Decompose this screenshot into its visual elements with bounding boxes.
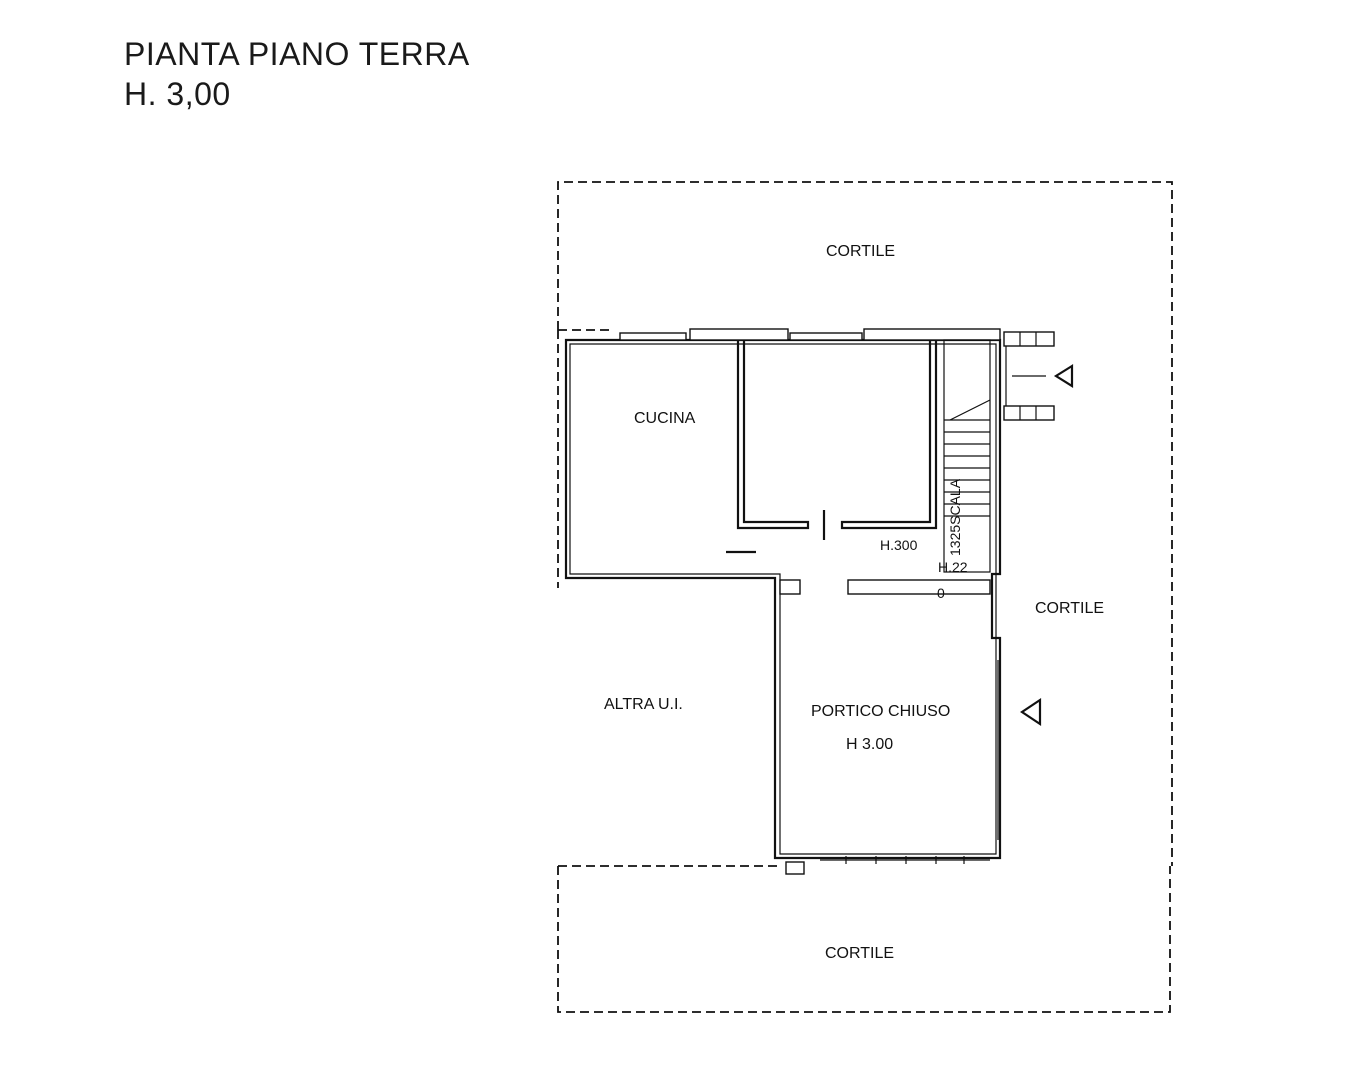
label-altra-ui: ALTRA U.I. <box>604 696 683 713</box>
label-corridor-height: H.300 <box>880 537 918 553</box>
property-boundary-top <box>557 181 1173 866</box>
outer-wall <box>564 338 1002 860</box>
label-cucina: CUCINA <box>634 410 696 427</box>
label-cortile-right: CORTILE <box>1035 600 1104 617</box>
plan-title: PIANTA PIANO TERRA H. 3,00 <box>124 34 470 114</box>
entry-arrow-portico <box>1020 697 1042 727</box>
label-stair: 1325SCALA <box>947 478 963 556</box>
external-steps <box>1003 331 1055 421</box>
column-base <box>785 861 805 875</box>
outer-wall-inner <box>569 343 997 855</box>
interior-wall-b <box>840 340 938 530</box>
partition-left <box>779 579 801 595</box>
window-1 <box>619 332 687 341</box>
entry-arrow-top <box>1053 364 1074 388</box>
wall-top-seg-1 <box>689 328 789 341</box>
label-portico-height: H 3.00 <box>846 736 893 753</box>
plan-title-line2: H. 3,00 <box>124 76 231 112</box>
wall-top-seg-2 <box>863 328 1001 341</box>
stair-treads <box>944 399 991 517</box>
label-stair-mark: 0 <box>937 585 945 601</box>
plan-title-line1: PIANTA PIANO TERRA <box>124 36 470 72</box>
interior-wall-a <box>736 340 810 530</box>
label-cortile-top: CORTILE <box>826 243 895 260</box>
label-stair-height: H.22 <box>938 559 968 575</box>
portico-windows <box>820 660 999 864</box>
label-portico: PORTICO CHIUSO <box>811 703 950 720</box>
label-cortile-bottom: CORTILE <box>825 945 894 962</box>
separation-wall <box>847 579 991 595</box>
window-2 <box>789 332 863 341</box>
property-boundary-bottom <box>557 866 1171 1013</box>
